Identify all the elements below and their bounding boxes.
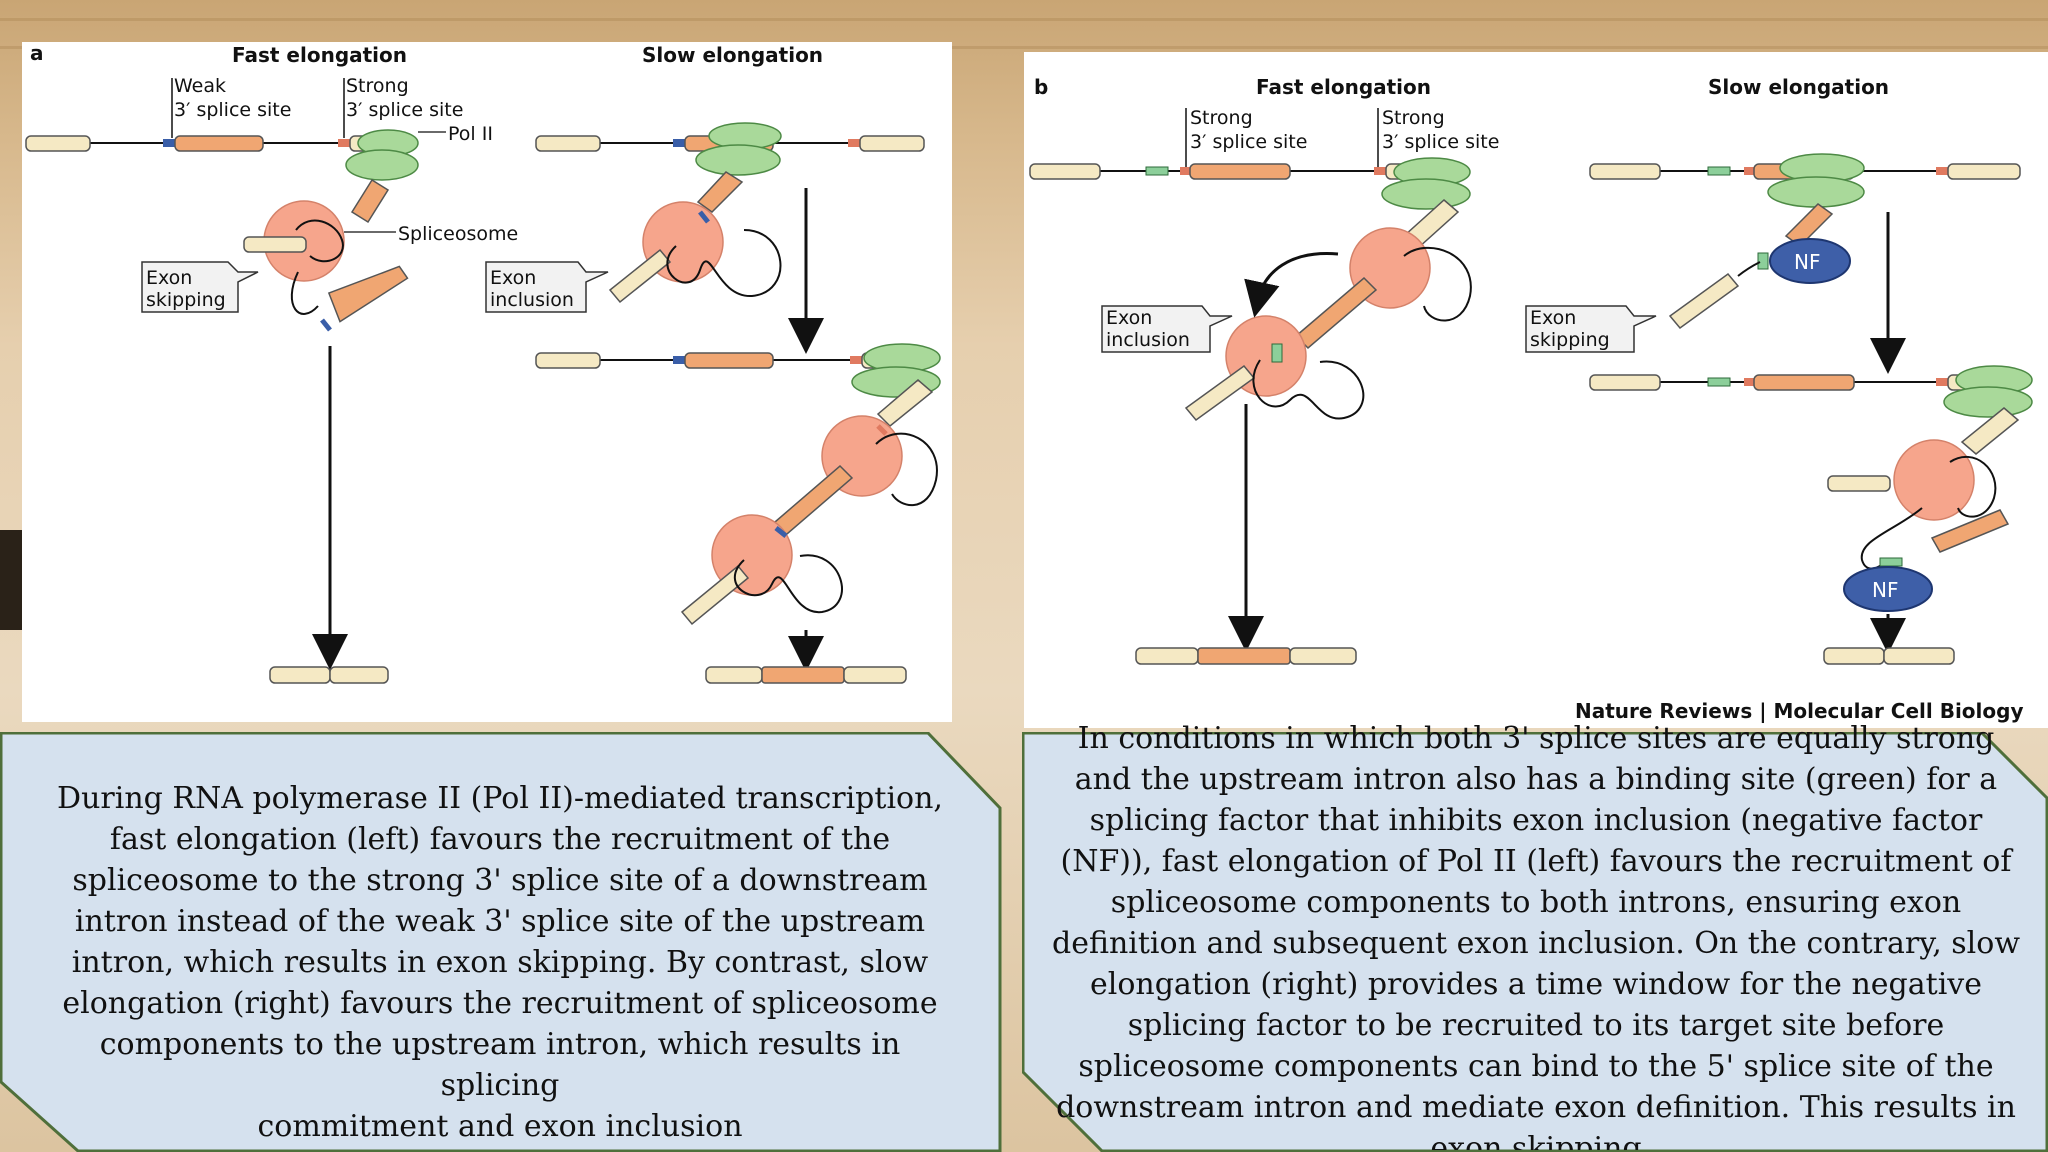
panel-a-callout-right-line2: inclusion [490, 289, 574, 311]
panel-a-pol-label: Pol II [448, 123, 493, 145]
panel-b-callout-right-line1: Exon [1530, 307, 1576, 329]
panel-b-strong1-site-label: 3′ splice site [1190, 131, 1307, 153]
caption-left-line: components to the upstream intron, which… [99, 1027, 901, 1103]
caption-left-line: During RNA polymerase II (Pol II)-mediat… [57, 781, 943, 816]
caption-right-line: splicing factor that inhibits exon inclu… [1089, 803, 1983, 838]
panel-a-slow-title: Slow elongation [642, 43, 823, 67]
figure-panel-a-background [22, 42, 952, 722]
caption-right-line: spliceosome components can bind to the 5… [1078, 1049, 1994, 1084]
panel-b-letter: b [1034, 75, 1048, 99]
background-tab [0, 530, 22, 630]
panel-b-strong2-site-label: 3′ splice site [1382, 131, 1499, 153]
panel-b-exon-skipping-callout [1525, 305, 1657, 353]
caption-right-line: splicing factor to be recruited to its t… [1127, 1008, 1945, 1043]
panel-b-exon-inclusion-callout [1101, 305, 1233, 353]
panel-a-letter: a [30, 41, 44, 65]
panel-a-strong-site-label: 3′ splice site [346, 99, 463, 121]
caption-right-line: elongation (right) provides a time windo… [1089, 967, 1982, 1002]
panel-a-callout-left-line1: Exon [146, 267, 192, 289]
panel-b-callout-left-line1: Exon [1106, 307, 1152, 329]
caption-right: In conditions in which both 3' splice si… [1050, 718, 2022, 1150]
panel-b-nf-label-1: NF [1794, 250, 1820, 274]
caption-right-line: exon skipping [1430, 1131, 1642, 1150]
panel-a-exon-inclusion-callout [485, 261, 609, 313]
caption-left-line: elongation (right) favours the recruitme… [62, 986, 938, 1021]
caption-left-line: intron instead of the weak 3' splice sit… [74, 904, 926, 939]
panel-b-slow-title: Slow elongation [1708, 75, 1889, 99]
panel-b-nf-label-2: NF [1872, 578, 1898, 602]
caption-left-line: intron, which results in exon skipping. … [71, 945, 929, 980]
caption-right-line: (NF)), fast elongation of Pol II (left) … [1060, 844, 2012, 879]
panel-a-fast-product [269, 666, 389, 684]
caption-left-line: commitment and exon inclusion [257, 1109, 743, 1144]
panel-b-strong2-label: Strong [1382, 107, 1445, 129]
caption-left-line: spliceosome to the strong 3' splice site… [72, 863, 928, 898]
caption-right-line: downstream intron and mediate exon defin… [1056, 1090, 2016, 1125]
caption-right-line: In conditions in which both 3' splice si… [1077, 721, 1995, 756]
panel-a-spliceosome-label: Spliceosome [398, 223, 518, 245]
panel-b-slow-transcript-1 [1589, 153, 2021, 330]
caption-right-line: and the upstream intron also has a bindi… [1074, 762, 1998, 797]
panel-a-fast-title: Fast elongation [232, 43, 407, 67]
caption-right-box [1022, 732, 2048, 1152]
panel-b-fast-title: Fast elongation [1256, 75, 1431, 99]
caption-left-box [0, 732, 1002, 1152]
panel-a-fast-transcript [25, 135, 411, 152]
panel-a-callout-left-line2: skipping [146, 289, 226, 311]
panel-b-strong1-label: Strong [1190, 107, 1253, 129]
panel-b-slow-product [1823, 647, 1955, 665]
caption-left-line: fast elongation (left) favours the recru… [109, 822, 891, 857]
panel-a-slow-product [705, 666, 907, 684]
panel-a-weak-site-label: 3′ splice site [174, 99, 291, 121]
figure-credit: Nature Reviews | Molecular Cell Biology [1575, 699, 2024, 723]
panel-a-spliceosome-fast [243, 178, 409, 332]
caption-left: During RNA polymerase II (Pol II)-mediat… [40, 778, 960, 1147]
caption-right-line: spliceosome components to both introns, … [1110, 885, 1962, 920]
panel-b-fast-transcript [1029, 157, 1472, 422]
panel-a-slow-transcript-2 [535, 343, 941, 626]
panel-a-exon-skipping-callout [141, 261, 259, 313]
panel-b-slow-transcript-2 [1589, 365, 2033, 612]
panel-b-callout-right-line2: skipping [1530, 329, 1610, 351]
panel-a-weak-label: Weak [174, 75, 226, 97]
panel-a-pol-ii-fast [345, 129, 419, 181]
panel-a-strong-label: Strong [346, 75, 409, 97]
panel-b-callout-left-line2: inclusion [1106, 329, 1190, 351]
panel-b-fast-product [1135, 647, 1357, 665]
panel-a-slow-transcript-1 [535, 122, 925, 304]
panel-a-callout-right-line1: Exon [490, 267, 536, 289]
caption-right-line: definition and subsequent exon inclusion… [1051, 926, 2021, 961]
